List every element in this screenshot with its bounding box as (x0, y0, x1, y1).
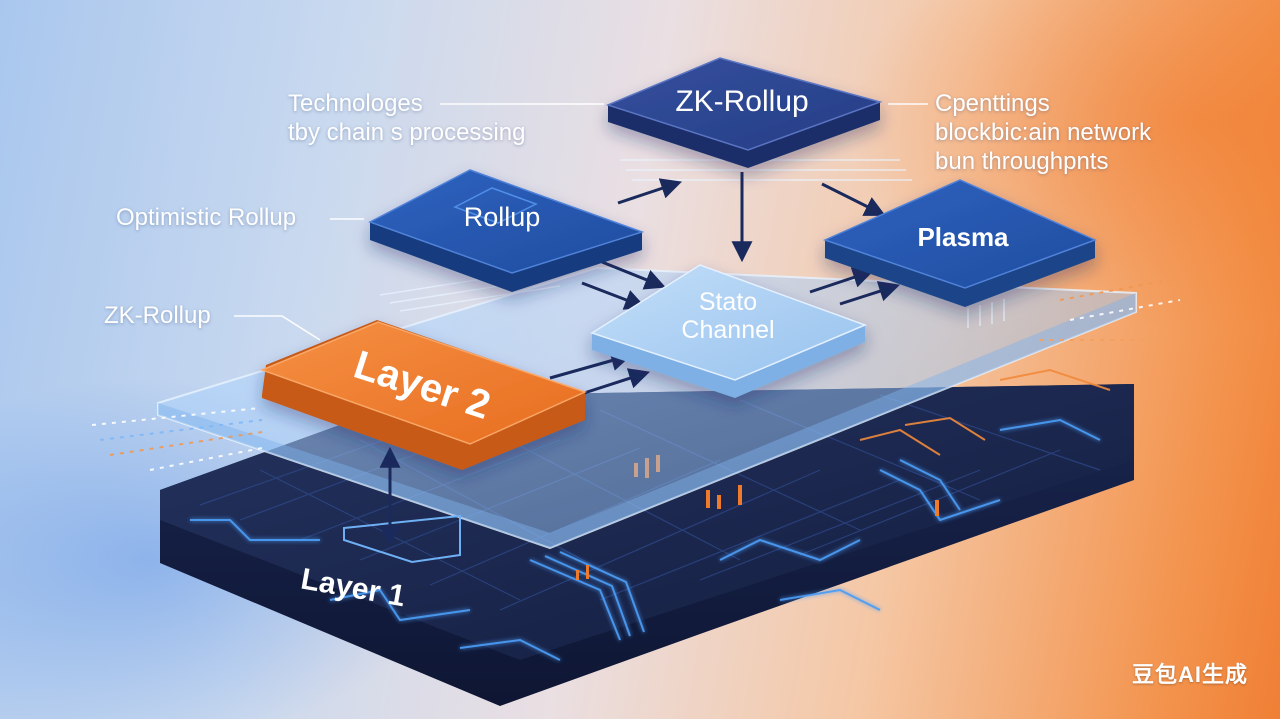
state-channel-label-line2: Channel (681, 316, 774, 344)
annotation-top-right-line1: Cpenttings (935, 90, 1050, 117)
state-channel-label-line1: Stato (699, 288, 757, 316)
annotation-top-right-line3: bun throughpnts (935, 148, 1109, 175)
annotation-top-right-line2: blockbic:ain network (935, 119, 1152, 146)
annotation-top-left-line1: Technologes (288, 90, 423, 117)
annotation-top-left: Technologes tby chain s processing (288, 89, 525, 147)
circuit-traces-orange (859, 368, 1111, 456)
annotation-top-right: Cpenttings blockbic:ain network bun thro… (935, 89, 1151, 176)
circuit-traces (190, 418, 1101, 661)
watermark: 豆包AI生成 (1131, 662, 1248, 687)
annotation-optimistic-rollup: Optimistic Rollup (116, 204, 297, 231)
zk-rollup-top-label: ZK-Rollup (675, 85, 808, 118)
layer2-node (259, 320, 588, 470)
light-streaks (91, 279, 1181, 471)
flow-arrows (379, 172, 900, 547)
plasma-label: Plasma (917, 222, 1009, 252)
annotation-top-left-line2: tby chain s processing (288, 119, 526, 146)
annotation-leader-lines (234, 103, 928, 341)
plasma-node (822, 179, 1097, 307)
rollup-node (368, 169, 645, 292)
zk-rollup-node (605, 57, 883, 168)
annotation-zk-rollup-left: ZK-Rollup (104, 302, 211, 329)
rollup-label: Rollup (464, 202, 541, 232)
state-channel-node (590, 264, 868, 398)
